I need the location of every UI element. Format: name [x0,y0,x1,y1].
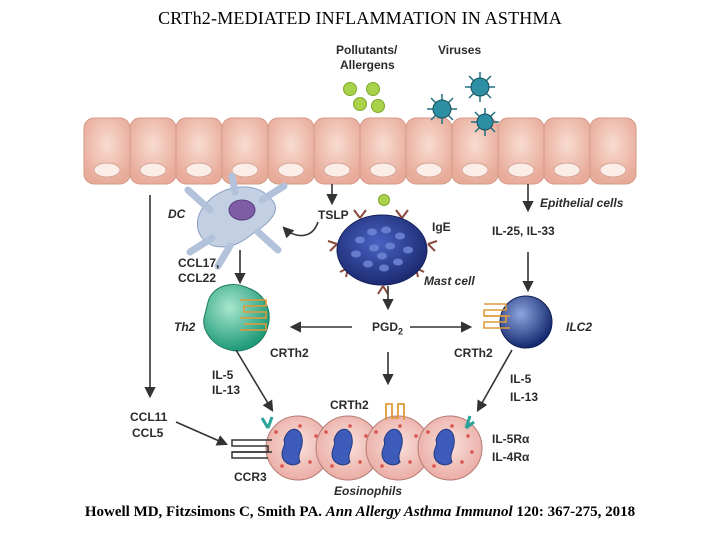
virus-particles [427,72,499,136]
citation: Howell MD, Fitzsimons C, Smith PA. Ann A… [0,504,720,521]
label-ccl5: CCL5 [132,426,164,440]
epithelial-cell [451,117,499,185]
label-crth2-eosinophil: CRTh2 [330,398,369,412]
label-eosinophils: Eosinophils [334,484,403,498]
epithelial-cell [543,117,591,185]
label-il25-il33: IL-25, IL-33 [492,224,555,238]
label-crth2-ilc2: CRTh2 [454,346,493,360]
label-il5-right: IL-5 [510,372,532,386]
eosinophil-cell [315,415,381,481]
label-il13-left: IL-13 [212,383,241,397]
epithelial-cell [129,117,177,185]
label-viruses: Viruses [438,43,482,57]
crth2-receptor-icon [240,299,267,331]
label-dc: DC [168,207,186,221]
epithelial-cell [221,117,269,185]
th2-cell [203,284,270,352]
label-crth2-th2: CRTh2 [270,346,309,360]
allergen-particles [343,82,390,206]
citation-journal: Ann Allergy Asthma Immunol [325,504,513,520]
citation-authors: Howell MD, Fitzsimons C, Smith PA. [84,504,326,520]
epithelial-cell [589,117,637,185]
epithelial-cell [267,117,315,185]
epithelial-cell [359,117,407,185]
label-ccl22: CCL22 [178,271,217,285]
eosinophil-cell [265,415,331,481]
label-il13-right: IL-13 [510,390,539,404]
label-ccr3: CCR3 [234,470,267,484]
label-ccl11: CCL11 [130,410,168,424]
label-mast-cell: Mast cell [424,274,475,288]
crth2-receptor-icon [385,403,405,420]
eosinophil-cell [417,415,483,481]
ccr3-receptor-icon [231,439,272,459]
epithelial-cell [405,117,453,185]
citation-volume: 120: 367-275, 2018 [512,504,636,520]
dendritic-cell [184,172,288,270]
il5r-receptor-icon [260,415,475,430]
label-il5-left: IL-5 [212,368,234,382]
label-pgd2: PGD2 [372,320,404,337]
label-ccl17: CCL17, [178,256,220,270]
epithelial-cell [497,117,545,185]
label-th2: Th2 [174,320,196,334]
eosinophil-cell [365,415,431,481]
eosinophils [231,403,483,481]
crth2-receptor-icon [483,303,510,329]
label-ilc2: ILC2 [566,320,593,334]
ilc2-cell [483,295,553,349]
label-ige: IgE [432,220,451,234]
pathway-arrows [144,184,534,446]
label-epithelial-cells: Epithelial cells [540,196,624,210]
label-pollutants: Pollutants/ [336,43,398,57]
mast-cell [327,209,438,295]
epithelial-cell [83,117,131,185]
epithelial-cell [175,117,223,185]
page-title: CRTh2-MEDIATED INFLAMMATION IN ASTHMA [158,8,562,28]
epithelium [83,117,637,185]
label-il4ra: IL-4Rα [492,450,530,464]
label-il5ra: IL-5Rα [492,432,530,446]
label-tslp: TSLP [318,208,349,222]
label-allergens: Allergens [340,58,395,72]
epithelial-cell [313,117,361,185]
